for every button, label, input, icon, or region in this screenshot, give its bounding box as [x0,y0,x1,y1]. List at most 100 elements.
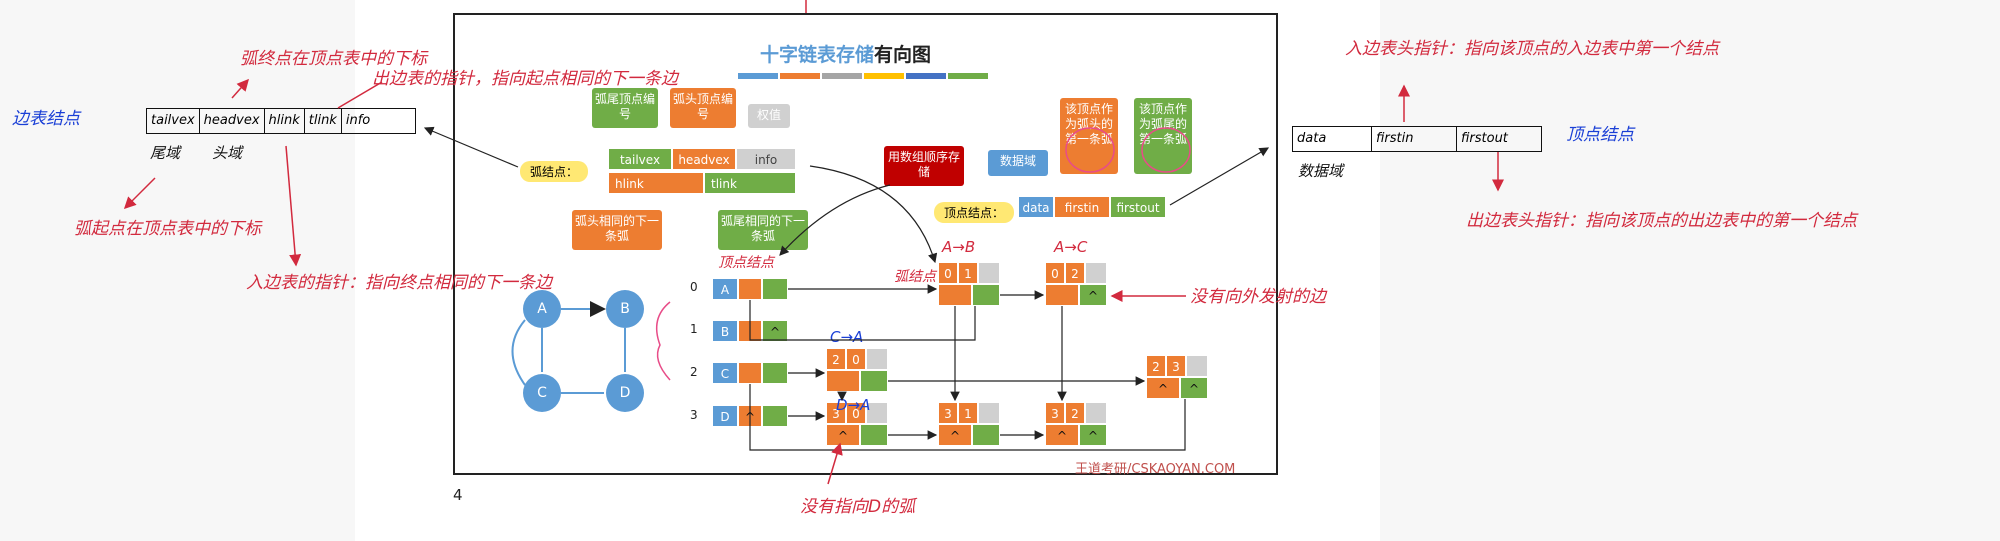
arc-tail: 2 [826,348,846,370]
note-edge-node: 边表结点 [12,109,80,129]
note-no-in-edge: 没有指向D的弧 [800,497,916,517]
arc-hlink-null: ^ [1045,424,1079,446]
arc-tail: 3 [938,402,958,424]
arc-tlink-null: ^ [1180,377,1208,399]
arc-field-tailvex: tailvex [608,148,672,170]
table-firstout [762,362,788,384]
arc-tlink [860,370,888,392]
arc-field-headvex: headvex [672,148,736,170]
arc-tail: 3 [1045,402,1065,424]
arc-info [1085,402,1107,424]
arc-head: 2 [1065,262,1085,284]
arc-info [1186,355,1208,377]
note-no-out-edge: 没有向外发射的边 [1190,287,1326,307]
arc-head: 1 [958,262,978,284]
bubble-array: 用数组顺序存储 [884,146,964,186]
arc-info [866,348,888,370]
row-index-3: 3 [690,408,698,422]
vertex-field-data: data [1018,196,1054,218]
arc-hlink [1045,284,1079,306]
note-vertex-node: 顶点结点 [1566,125,1634,145]
arc-head: 0 [846,402,866,424]
row-index-2: 2 [690,365,698,379]
arc-head: 3 [1166,355,1186,377]
note-firstin-pointer: 入边表头指针：指向该顶点的入边表中第一个结点 [1345,39,1719,59]
table-vertex-b: B [712,320,738,342]
table-vertex-c: C [712,362,738,384]
vertex-node-label: 顶点结点： [934,202,1015,223]
bubble-data-field: 数据域 [988,150,1048,176]
arc-info [866,402,888,424]
watermark: 王道考研/CSKAOYAN.COM [1075,462,1236,477]
arc-tlink [972,284,1000,306]
table-vertex-a: A [712,278,738,300]
note-out-pointer: 出边表的指针，指向起点相同的下一条边 [372,69,678,89]
bubble-same-head: 弧头相同的下一条弧 [572,210,662,250]
arc-head: 2 [1065,402,1085,424]
note-c-to-a: C→A [830,328,864,346]
left-margin [0,0,355,541]
graph-node-c: C [523,374,561,412]
color-bar [822,73,862,79]
arc-field-info: info [736,148,796,170]
note-arc-label: 弧结点 [894,269,936,285]
arc-head: 0 [846,348,866,370]
arc-hlink [938,284,972,306]
bubble-first-out: 该顶点作为弧尾的第一条弧 [1134,98,1192,174]
graph-node-b: B [606,290,644,328]
arc-tail: 3 [826,402,846,424]
row-index-1: 1 [690,322,698,336]
table-firstout [762,278,788,300]
note-data-domain: 数据域 [1298,162,1344,180]
vertex-field-firstin: firstin [1054,196,1110,218]
arc-hlink-null: ^ [938,424,972,446]
arc-hlink-null: ^ [826,424,860,446]
page-number: 4 [453,486,463,504]
arc-tlink-null: ^ [1079,284,1107,306]
note-vertex-label: 顶点结点 [718,255,774,271]
vertex-field-firstout: firstout [1110,196,1166,218]
arc-hlink-null: ^ [1146,377,1180,399]
arc-hlink [826,370,860,392]
arc-field-tlink: tlink [704,172,796,194]
right-margin [1380,0,2000,541]
arc-field-hlink: hlink [608,172,704,194]
arc-node-label: 弧结点： [520,161,589,182]
table-vertex-d: D [712,405,738,427]
bubble-head-vertex: 弧头顶点编号 [670,88,736,128]
note-firstout-pointer: 出边表头指针：指向该顶点的出边表中的第一个结点 [1466,211,1857,231]
bubble-tail-vertex: 弧尾顶点编号 [592,88,658,128]
table-firstout: ^ [762,320,788,342]
table-firstin [738,278,762,300]
arc-tail: 2 [1146,355,1166,377]
color-bar [948,73,988,79]
table-firstin [738,362,762,384]
note-in-pointer: 入边表的指针：指向终点相同的下一条边 [246,273,552,293]
arc-tlink [972,424,1000,446]
color-bar [864,73,904,79]
note-head-domain: 头域 [212,144,243,162]
arc-info [978,262,1000,284]
arc-tail: 0 [938,262,958,284]
note-a-to-c: A→C [1054,238,1088,256]
arc-tlink [860,424,888,446]
graph-node-a: A [523,290,561,328]
note-a-to-b: A→B [942,238,976,256]
bubble-same-tail: 弧尾相同的下一条弧 [718,210,808,250]
arc-info [978,402,1000,424]
table-firstout [762,405,788,427]
arc-tlink-null: ^ [1079,424,1107,446]
row-index-0: 0 [690,280,698,294]
arc-tail: 0 [1045,262,1065,284]
note-tail-index: 弧起点在顶点表中的下标 [74,219,261,239]
bubble-weight: 权值 [748,104,790,128]
arc-head: 1 [958,402,978,424]
color-bar [738,73,778,79]
note-tail-domain: 尾域 [150,144,181,162]
arc-info [1085,262,1107,284]
color-bar [906,73,946,79]
note-head-index: 弧终点在顶点表中的下标 [240,49,427,69]
